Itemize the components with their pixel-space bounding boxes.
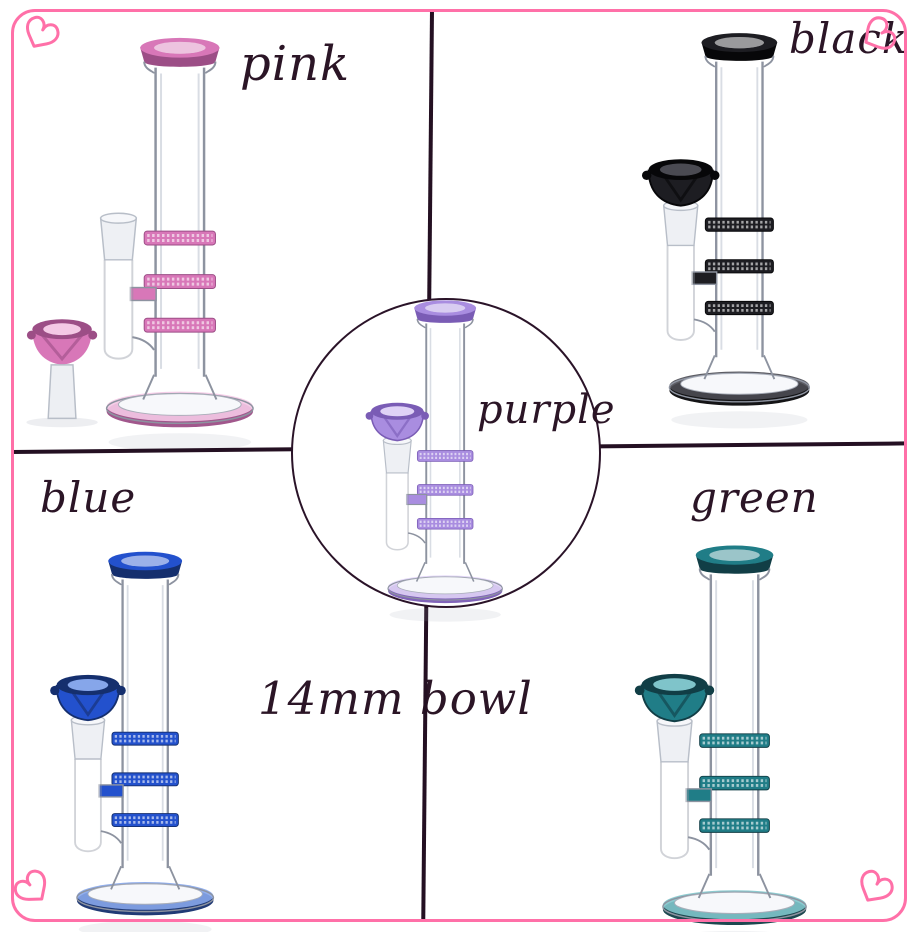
product-label-blue: blue xyxy=(40,473,137,522)
product-photo-black xyxy=(607,18,815,435)
product-photo-purple xyxy=(337,288,507,627)
product-label-purple: purple xyxy=(477,387,616,433)
product-photo-green xyxy=(599,530,812,932)
product-label-pink: pink xyxy=(240,36,351,92)
caption-14mm-bowl: 14mm bowl xyxy=(258,672,533,725)
product-label-green: green xyxy=(690,473,819,522)
heart-icon xyxy=(839,857,907,925)
product-photo-pink xyxy=(0,22,259,458)
